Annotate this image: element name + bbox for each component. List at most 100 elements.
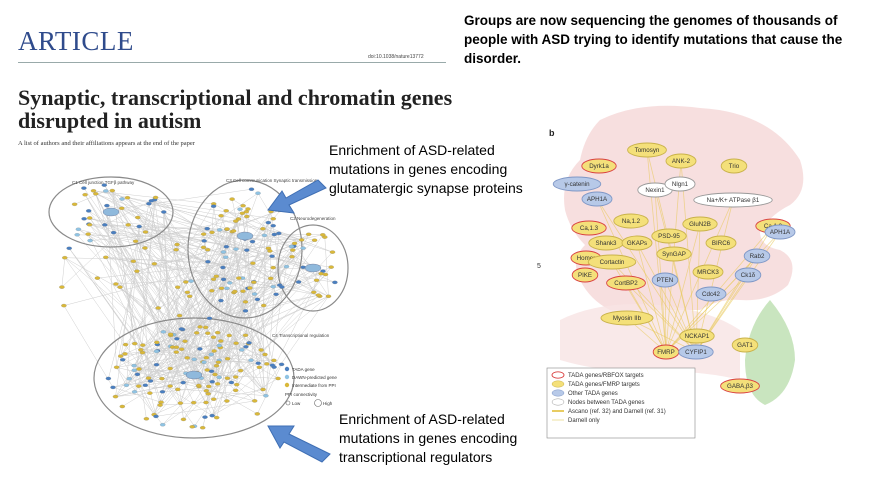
protein-node-label: Nlgn1 [672,181,689,188]
protein-node-shape [664,176,696,192]
network-node [167,332,174,336]
network-edge [64,257,208,262]
network-node [270,223,276,228]
network-node [240,203,246,208]
network-node [233,341,239,345]
network-edge [227,296,329,379]
legend-high-label: High [323,401,333,406]
network-node [159,376,165,381]
protein-node-label: APH1A [587,196,608,203]
network-node [260,226,266,231]
network-edge [150,346,173,382]
network-node [135,384,142,388]
network-edge [64,257,149,379]
network-hub-node [185,370,203,380]
network-edge [108,197,156,379]
network-edge [88,223,295,244]
network-node [213,415,220,420]
network-node [250,261,256,265]
network-edge [158,239,302,309]
legend-tada-label: TADA gene [292,367,315,372]
network-node [94,276,101,280]
legend-other-swatch [551,389,565,397]
network-edge [156,211,165,343]
network-edge [219,291,244,346]
network-edge [241,218,274,350]
network-edge [122,350,215,407]
network-node [320,233,326,237]
network-node [122,342,129,347]
network-node [147,391,153,395]
protein-node: Tomosyn [627,142,667,158]
protein-node: γ-catenin [552,176,602,192]
network-node [86,216,93,220]
protein-node-shape [651,228,687,244]
network-edge [273,270,324,368]
network-node [230,229,237,233]
protein-node-shape [621,235,653,251]
network-edge [69,248,178,390]
protein-node-label: Cdc42 [702,291,720,298]
network-node [278,362,285,367]
network-node [136,224,142,229]
network-node [206,384,212,389]
network-node [177,401,184,405]
network-node [220,277,227,282]
legend-rbfox-label: TADA genes/RBFOX targets [568,373,644,379]
network-node [112,394,119,399]
network-node [62,256,68,260]
protein-node-shape [587,254,637,270]
network-edge [163,211,209,394]
network-edge [90,229,220,241]
network-node [218,298,224,303]
protein-node: GluN2B [682,216,718,232]
network-edge [148,360,220,379]
network-node [223,209,229,213]
network-node [160,330,167,334]
postsynaptic-region [560,304,740,380]
network-node [143,417,150,421]
protein-node-label: Myosin IIb [613,315,642,322]
network-node [300,246,306,250]
network-edge [133,231,233,366]
network-edge [142,248,269,346]
network-edge [205,327,267,396]
network-node [218,339,224,343]
network-edge [148,203,200,387]
network-node [203,389,209,393]
network-edge [127,197,302,241]
protein-node-label: Rab2 [750,253,765,260]
network-node [71,202,78,206]
network-node [251,399,258,403]
protein-node: Shank3 [588,235,624,251]
network-node [176,313,183,318]
network-edge [246,211,255,401]
side-number: 5 [537,263,541,270]
legend-tada-swatch [284,366,290,372]
network-node [216,375,222,380]
network-edge [145,231,192,282]
network-node [178,347,185,351]
protein-node: Dyrk1a [581,158,617,174]
network-edge [262,296,329,390]
network-edge [216,276,319,296]
network-node [200,232,207,236]
network-node [224,399,230,403]
protein-node-shape [682,216,718,232]
network-node [224,286,230,290]
network-edge [88,210,136,242]
network-node [139,350,146,355]
protein-node-label: PIKE [578,272,592,279]
slide-heading: Groups are now sequencing the genomes of… [464,13,843,66]
legend-low-label: Low [292,401,301,406]
protein-node: GKAPs [621,235,653,251]
protein-node-label: MRCK3 [697,269,719,276]
network-node [264,362,270,366]
legend-fmrp-swatch [551,380,565,388]
network-node [146,201,152,206]
network-edge [106,205,264,390]
network-node [261,233,268,238]
network-node [119,206,125,210]
network-node [159,390,166,394]
interaction-line [654,189,697,353]
